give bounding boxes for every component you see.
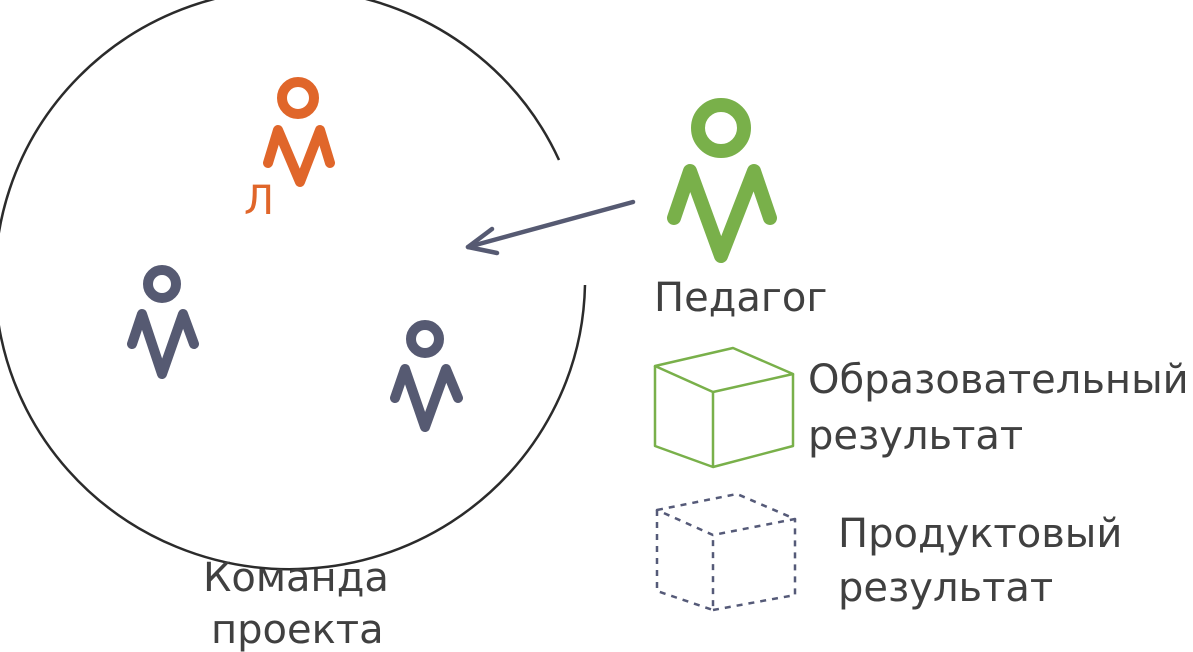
member-person-icon <box>390 320 463 432</box>
teacher-person-icon <box>667 98 777 263</box>
team-label-line2: проекта <box>211 607 384 652</box>
influence-arrow <box>465 199 636 256</box>
team-circle <box>0 0 587 571</box>
educational-result-label-line1: Образовательный <box>808 357 1189 403</box>
leader-person-icon <box>263 77 335 187</box>
teacher-label: Педагог <box>654 275 827 321</box>
product-result-label-line1: Продуктовый <box>838 511 1122 557</box>
product-result-label-line2: результат <box>838 565 1053 611</box>
cube-dashed-icon <box>655 492 797 612</box>
team-label-line1: Команда <box>203 555 389 601</box>
leader-mark: Л <box>244 178 274 224</box>
educational-result-label-line2: результат <box>808 413 1023 459</box>
cube-solid-icon <box>653 346 795 469</box>
member-person-icon <box>127 265 199 379</box>
